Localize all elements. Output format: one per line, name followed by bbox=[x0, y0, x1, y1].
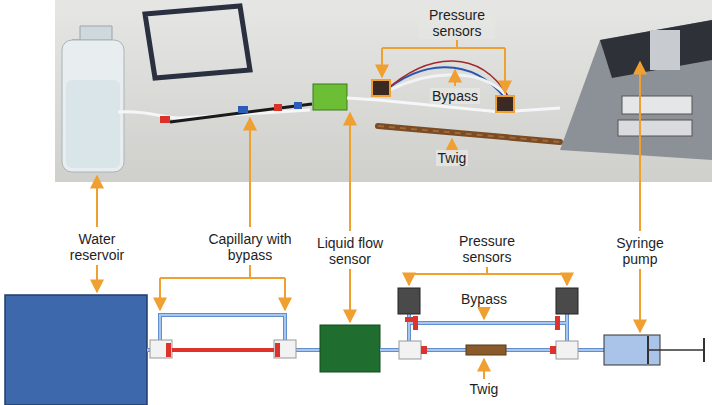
callout-label: Capillary with bypass bbox=[189, 231, 311, 263]
callout-label: Water reservoir bbox=[58, 231, 136, 263]
callout-label: Bypass bbox=[430, 88, 480, 104]
callout-label: Bypass bbox=[459, 291, 509, 307]
callout-label: Syringe pump bbox=[605, 235, 675, 267]
callout-label: Twig bbox=[436, 150, 469, 166]
leader-lines bbox=[97, 40, 640, 379]
schematic bbox=[5, 288, 704, 405]
callout-label: Pressure sensors bbox=[419, 7, 495, 39]
callout-label: Twig bbox=[468, 381, 501, 397]
photo bbox=[55, 0, 712, 182]
callout-label: Pressure sensors bbox=[449, 233, 525, 265]
callout-label: Liquid flow sensor bbox=[306, 235, 394, 267]
